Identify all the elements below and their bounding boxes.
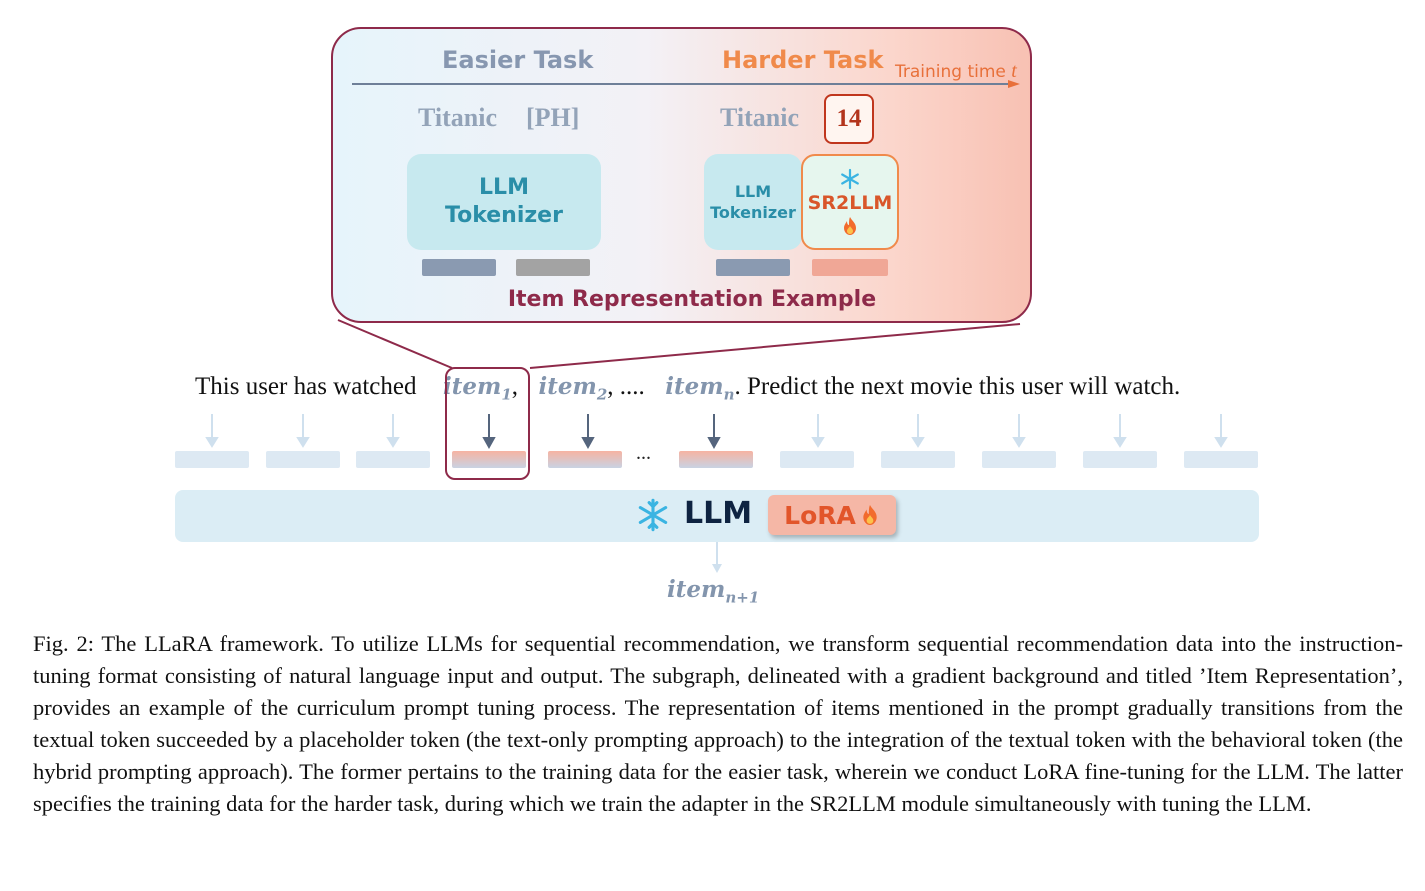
llm-backbone (175, 490, 1259, 542)
training-time-variable: t (1011, 60, 1017, 82)
text-token-bar (422, 259, 496, 276)
token-bar (1184, 451, 1258, 468)
token-bar (780, 451, 854, 468)
sr2llm-module: SR2LLM (801, 154, 899, 250)
snowflake-icon (841, 168, 859, 190)
figure-caption: Fig. 2: The LLaRA framework. To utilize … (33, 631, 1403, 816)
lora-label: LoRA (784, 500, 856, 530)
item-2: item2 (538, 373, 608, 404)
zoom-connector (337, 319, 1021, 369)
prompt-suffix: . Predict the next movie this user will … (734, 373, 1181, 400)
token-bar (356, 451, 430, 468)
panel-title: Item Representation Example (507, 287, 877, 312)
easier-task-label: Easier Task (442, 46, 594, 74)
training-time-text: Training time (895, 62, 1006, 82)
token-bar (266, 451, 340, 468)
llm-tokenizer-harder: LLM Tokenizer (704, 154, 802, 250)
token-bar (1083, 451, 1157, 468)
prompt-prefix: This user has watched (195, 373, 417, 400)
sr2llm-label: SR2LLM (807, 192, 893, 214)
item-token-bar (548, 451, 622, 468)
item-1: item1 (442, 373, 512, 404)
llm-label: LLM (684, 496, 753, 531)
text-token-bar (716, 259, 790, 276)
ellipsis: ... (636, 442, 651, 464)
llm-tokenizer-easier: LLM Tokenizer (407, 154, 601, 250)
token-arrows (205, 414, 1228, 450)
fire-icon (844, 217, 856, 235)
snowflake-icon (638, 498, 668, 532)
token-bar (982, 451, 1056, 468)
training-time-label: Training time t (895, 60, 1017, 83)
lora-module: LoRA (768, 495, 896, 535)
behavioral-token: 14 (824, 94, 874, 144)
prompt-sentence: This user has watched item1, item2, ....… (195, 373, 1180, 404)
harder-item-text: Titanic (720, 103, 799, 132)
token-bar (175, 451, 249, 468)
item-token-bar (452, 451, 526, 468)
separator: , (511, 373, 518, 400)
tokenizer-line2: Tokenizer (710, 203, 796, 222)
placeholder-token-bar (516, 259, 590, 276)
tokenizer-line1: LLM (734, 182, 772, 201)
output-item: itemn+1 (667, 576, 760, 607)
item-token-bar (679, 451, 753, 468)
placeholder-token: [PH] (526, 103, 580, 132)
easier-item-text: Titanic (418, 103, 497, 132)
harder-task-label: Harder Task (722, 46, 884, 74)
behavioral-token-bar (812, 259, 888, 276)
tokenizer-line1: LLM (479, 175, 529, 200)
separator: , .... (607, 373, 645, 400)
item-n: itemn (665, 373, 735, 404)
fire-icon (863, 505, 877, 525)
training-time-arrow (352, 80, 1020, 88)
tokenizer-line2: Tokenizer (445, 203, 563, 228)
item-highlight-box (445, 367, 530, 480)
output-arrow (712, 542, 722, 573)
token-bar (881, 451, 955, 468)
